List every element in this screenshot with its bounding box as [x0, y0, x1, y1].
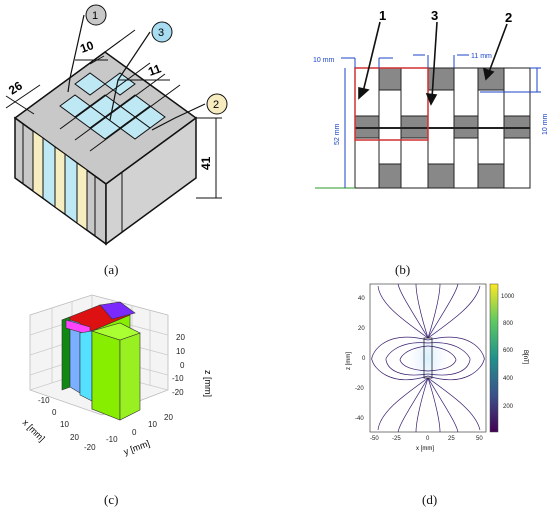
- callout-2-label: 2: [213, 99, 219, 111]
- svg-text:-10: -10: [38, 396, 50, 405]
- unit-cell-frame: [354, 67, 429, 141]
- callout-1-circle: [85, 4, 107, 26]
- svg-text:1000: 1000: [501, 294, 515, 300]
- dim-26-label: 26: [6, 78, 25, 97]
- panel-d: -50 -25 0 25 50 x [mm] 40 20 0 -20 -40 z…: [340, 278, 550, 458]
- panel-d-xticks: -50 -25 0 25 50: [370, 436, 483, 442]
- callout-1-label: 1: [92, 10, 98, 22]
- svg-text:-20: -20: [355, 386, 364, 392]
- x-axis-label: x [mm]: [21, 417, 47, 443]
- dim-right-top: 11 mm: [471, 53, 492, 60]
- colorbar-label: B[nT]: [522, 350, 528, 365]
- panel-b-callout-3: 3: [431, 8, 438, 23]
- dim-right-side: 10 mm: [542, 113, 549, 135]
- panel-c: -10 0 10 20 x [mm] -20 -10 0 10 20 y [mm…: [0, 275, 270, 480]
- panel-d-yticks: 40 20 0 -20 -40: [355, 296, 366, 422]
- panel-b-svg: 10 mm 11 mm 52 mm 10 mm 1 3 2: [313, 8, 549, 189]
- panel-c-svg: -10 0 10 20 x [mm] -20 -10 0 10 20 y [mm…: [21, 294, 213, 457]
- x-axis-ticks: -10 0 10 20: [38, 396, 79, 442]
- panel-d-svg: -50 -25 0 25 50 x [mm] 40 20 0 -20 -40 z…: [346, 283, 528, 452]
- dim-11-label: 11: [146, 61, 163, 79]
- svg-text:40: 40: [358, 296, 365, 302]
- y-axis-ticks: -20 -10 0 10 20: [84, 413, 173, 452]
- sensor-rect: [423, 337, 433, 379]
- caption-d: (d): [422, 492, 438, 507]
- svg-text:-25: -25: [392, 436, 401, 442]
- dim-41: [196, 117, 222, 199]
- svg-text:10: 10: [60, 420, 69, 429]
- y-axis-label: y [mm]: [122, 438, 151, 457]
- svg-text:0: 0: [132, 428, 137, 437]
- caption-a: (a): [104, 262, 119, 277]
- panel-a-svg: 41 26 10 11 1 3 2: [5, 4, 228, 246]
- svg-text:-20: -20: [84, 443, 96, 452]
- callout-leaders: [67, 14, 206, 131]
- z-axis-ticks: 20 10 0 -10 -20: [172, 333, 185, 397]
- panel-b-leaders: [358, 21, 508, 106]
- z-axis-label: z [mm]: [203, 370, 213, 397]
- svg-text:600: 600: [503, 348, 514, 354]
- svg-text:10: 10: [176, 347, 185, 356]
- dim-10: [75, 55, 108, 65]
- colorbar: [489, 283, 499, 433]
- svg-text:25: 25: [448, 436, 455, 442]
- svg-text:20: 20: [176, 333, 185, 342]
- panel-b-callout-2: 2: [505, 10, 512, 25]
- svg-text:0: 0: [362, 356, 366, 362]
- dim-26: [5, 84, 41, 115]
- svg-text:50: 50: [476, 436, 483, 442]
- panel-d-xlabel: x [mm]: [416, 446, 434, 452]
- dim-41-label: 41: [199, 156, 213, 170]
- caption-c: (c): [104, 492, 119, 507]
- svg-text:-50: -50: [370, 436, 379, 442]
- svg-text:800: 800: [503, 321, 514, 327]
- top-face-cells: [29, 29, 181, 152]
- svg-text:-10: -10: [172, 374, 184, 383]
- svg-text:20: 20: [70, 433, 79, 442]
- svg-text:0: 0: [426, 436, 430, 442]
- svg-text:400: 400: [503, 376, 514, 382]
- blue-dimensions: [341, 54, 541, 188]
- colorbar-ticks: 1000 800 600 400 200: [501, 294, 515, 410]
- svg-text:200: 200: [503, 404, 514, 410]
- svg-text:20: 20: [164, 413, 173, 422]
- block-right-face: [105, 116, 197, 246]
- callout-3-label: 3: [158, 27, 164, 39]
- svg-text:20: 20: [358, 326, 365, 332]
- callout-3-circle: [151, 21, 173, 43]
- svg-text:10: 10: [148, 420, 157, 429]
- dim-left-top: 10 mm: [313, 57, 335, 64]
- dim-height: 52 mm: [334, 123, 341, 145]
- field-lines: [371, 283, 485, 433]
- svg-text:-20: -20: [172, 388, 184, 397]
- panel-b: 10 mm 11 mm 52 mm 10 mm 1 3 2: [275, 0, 550, 255]
- svg-text:-40: -40: [355, 416, 364, 422]
- dim-10-label: 10: [78, 38, 96, 56]
- callout-2-circle: [206, 93, 228, 115]
- panel-b-callout-1: 1: [379, 8, 386, 23]
- panel-d-ylabel: z [mm]: [346, 352, 352, 370]
- panel-a: 41 26 10 11 1 3 2: [0, 0, 270, 255]
- svg-text:-10: -10: [106, 435, 118, 444]
- svg-text:0: 0: [52, 408, 57, 417]
- grid-columns: [354, 67, 531, 189]
- caption-b: (b): [395, 262, 411, 277]
- svg-text:0: 0: [180, 361, 185, 370]
- magnet-blocks: [61, 301, 141, 421]
- left-face-stripes: [22, 124, 96, 236]
